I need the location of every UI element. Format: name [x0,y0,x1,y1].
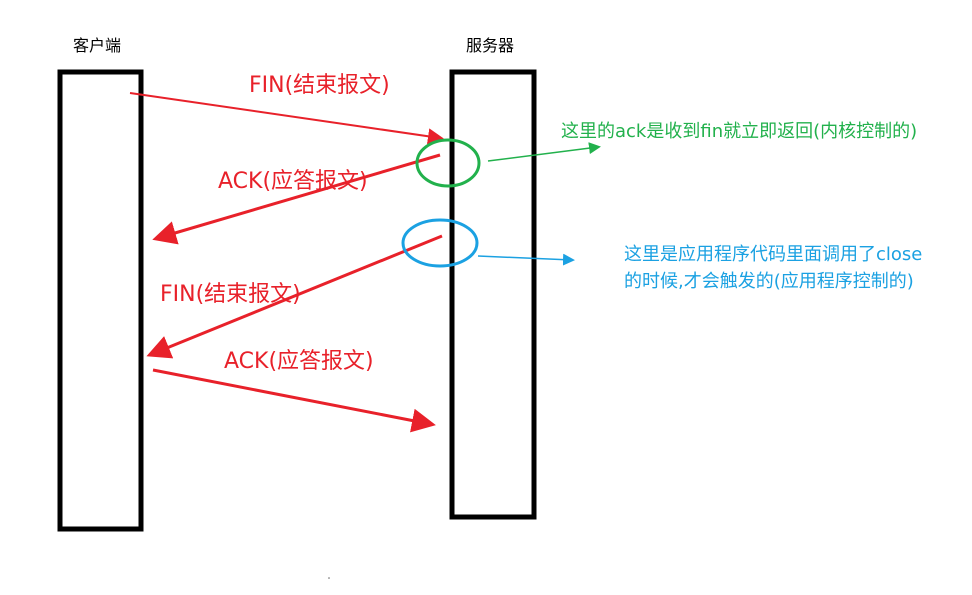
ack-label-2: ACK(应答报文) [224,349,374,374]
kernel-ack-highlight-circle [415,138,481,188]
app-close-note-arrow [477,253,575,266]
fin-arrow-client-to-server [129,92,444,145]
stray-dot [328,577,330,579]
ack-arrow-client-to-server [152,368,436,433]
kernel-ack-note-arrow [487,142,601,162]
fin-label-1: FIN(结束报文) [249,73,390,98]
server-label: 服务器 [466,36,515,55]
app-close-highlight-circle [401,218,479,268]
ack-label-1: ACK(应答报文) [218,169,368,194]
fin-arrow-server-to-client [146,234,443,359]
server-box [449,69,537,520]
client-label: 客户端 [73,36,122,55]
app-close-note-line1: 这里是应用程序代码里面调用了close [624,244,923,265]
kernel-ack-note: 这里的ack是收到fin就立即返回(内核控制的) [561,121,918,142]
app-close-note-line2: 的时候,才会触发的(应用程序控制的) [624,271,914,292]
client-box [57,69,144,532]
ack-arrow-server-to-client [152,153,441,245]
fin-label-2: FIN(结束报文) [160,282,301,307]
